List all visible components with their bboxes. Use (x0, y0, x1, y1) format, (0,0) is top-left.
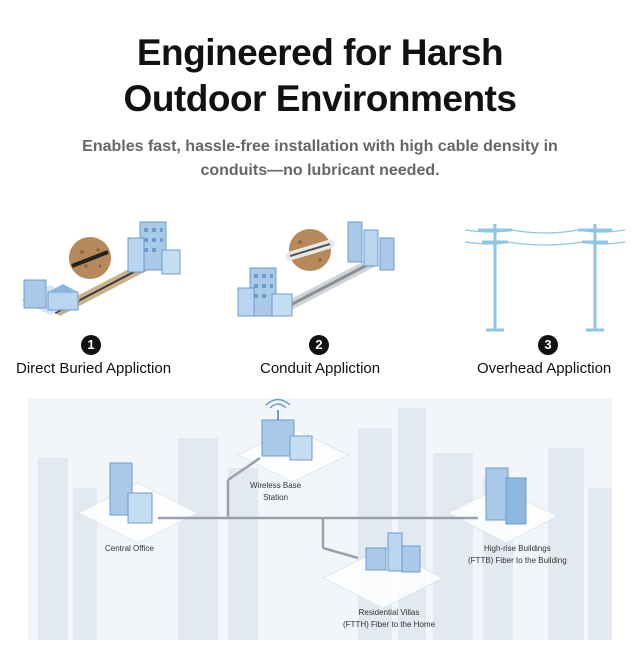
wireless-station-label: Wireless Base Station (250, 480, 301, 504)
network-diagram: Wireless Base Station Central Office Hig… (28, 398, 612, 640)
highrise-line-2: (FTTB) Fiber to the Building (468, 556, 567, 565)
highrise-label: High-rise Buildings (FTTB) Fiber to the … (468, 543, 567, 567)
central-office-label: Central Office (105, 544, 154, 553)
villas-line-1: Residential Villas (358, 608, 420, 617)
overhead-label: Overhead Appliction (477, 360, 612, 377)
application-direct-buried: 1 Direct Buried Appliction (10, 210, 210, 390)
application-overhead: 3 Overhead Appliction (440, 210, 630, 390)
wireless-line-1: Wireless Base (250, 481, 302, 490)
wireless-line-2: Station (263, 493, 289, 502)
highrise-line-1: High-rise Buildings (484, 544, 551, 553)
application-conduit: 2 Conduit Appliction (230, 210, 430, 390)
conduit-illustration (237, 221, 395, 317)
step-number-2: 2 (309, 335, 329, 355)
villas-line-2: (FTTH) Fiber to the Home (343, 620, 436, 629)
step-number-3: 3 (538, 335, 558, 355)
conduit-label: Conduit Appliction (260, 360, 381, 377)
network-illustration (28, 398, 612, 640)
step-number-1: 1 (81, 335, 101, 355)
direct-buried-label: Direct Buried Appliction (16, 360, 172, 377)
overhead-illustration (464, 224, 626, 332)
title-line-1: Engineered for Harsh (136, 32, 504, 73)
subtitle-line-2: conduits—no lubricant needed. (200, 162, 440, 179)
subtitle-line-1: Enables fast, hassle-free installation w… (82, 138, 558, 155)
page-title: Engineered for Harsh Outdoor Environment… (0, 30, 640, 122)
title-line-2: Outdoor Environments (123, 78, 517, 119)
villas-label: Residential Villas (FTTH) Fiber to the H… (343, 607, 435, 631)
page-subtitle: Enables fast, hassle-free installation w… (60, 135, 580, 183)
direct-buried-illustration (20, 221, 181, 316)
